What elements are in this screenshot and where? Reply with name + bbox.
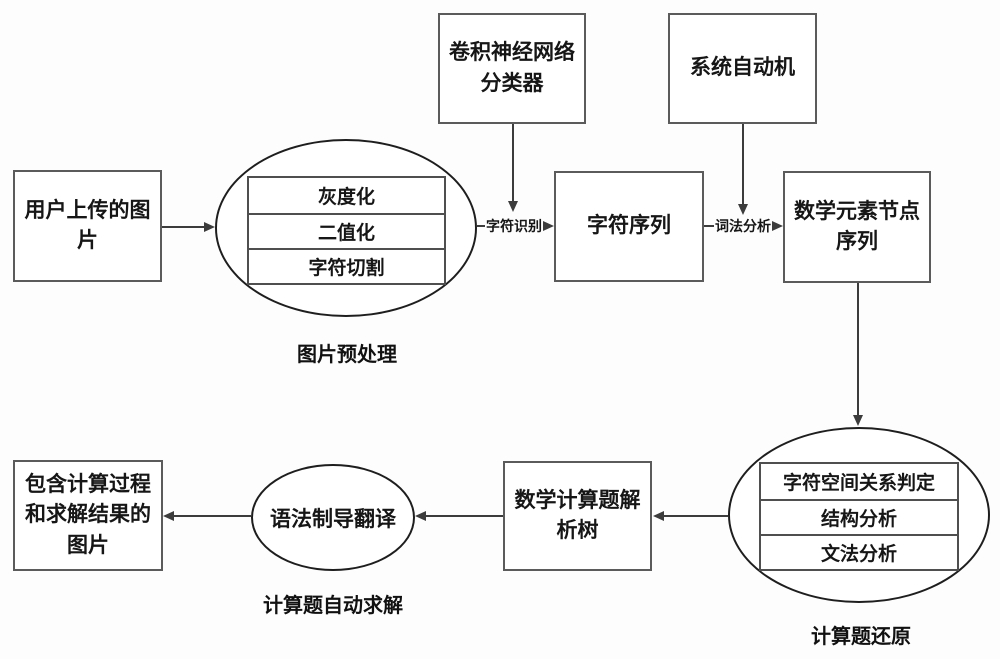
step-char-segmentation-label: 字符切割 — [308, 258, 385, 279]
arrow-line — [704, 225, 714, 227]
node-parse-tree-label: 数学计算题解 析树 — [514, 488, 641, 542]
arrow-line — [174, 515, 251, 517]
arrowhead-left-icon — [415, 511, 426, 521]
arrow-translation-to-result — [163, 510, 251, 522]
step-grammar-analysis-label: 文法分析 — [820, 544, 897, 565]
node-char-sequence: 字符序列 — [554, 171, 704, 282]
node-user-image-label: 用户上传的图 片 — [24, 198, 151, 252]
node-syntax-directed-translation-label: 语法制导翻译 — [270, 507, 396, 531]
list-item: 文法分析 — [761, 534, 957, 569]
node-system-automaton: 系统自动机 — [668, 13, 817, 124]
edge-label-lexical-analysis: 词法分析 — [715, 218, 771, 234]
list-item: 二值化 — [249, 213, 444, 248]
arrow-automaton-down — [737, 124, 749, 215]
node-math-element-node-sequence-label: 数学元素节点 序列 — [794, 199, 920, 253]
list-item: 字符空间关系判定 — [761, 464, 957, 499]
ellipse-syntax-directed-translation — [251, 464, 415, 571]
arrowhead-down-icon — [508, 201, 518, 212]
node-parse-tree: 数学计算题解 析树 — [503, 461, 652, 571]
arrowhead-right-icon — [204, 222, 215, 232]
restore-steps-list: 字符空间关系判定 结构分析 文法分析 — [759, 462, 959, 571]
arrow-user-to-preprocess — [162, 221, 215, 233]
arrow-line — [512, 124, 514, 201]
arrowhead-right-icon — [543, 221, 554, 231]
arrow-line — [426, 515, 503, 517]
arrow-line — [664, 515, 728, 517]
node-result-image: 包含计算过程 和求解结果的 图片 — [13, 460, 163, 571]
step-binarize-label: 二值化 — [317, 223, 375, 244]
arrow-parse-tree-to-translation — [415, 510, 503, 522]
list-item: 灰度化 — [249, 178, 444, 213]
arrow-char-recognition: 字符识别 — [477, 218, 554, 234]
node-result-image-label: 包含计算过程 和求解结果的 图片 — [25, 472, 151, 557]
group-label-preprocess: 图片预处理 — [297, 344, 397, 366]
arrowhead-down-icon — [738, 204, 748, 215]
edge-label-char-recognition: 字符识别 — [486, 218, 542, 234]
node-system-automaton-label: 系统自动机 — [690, 56, 795, 80]
arrow-sequence-to-restore — [852, 283, 864, 426]
preprocess-steps-list: 灰度化 二值化 字符切割 — [247, 176, 446, 285]
arrowhead-right-icon — [772, 221, 783, 231]
list-item: 字符切割 — [249, 248, 444, 283]
arrow-cnn-down — [507, 124, 519, 212]
node-math-element-node-sequence: 数学元素节点 序列 — [783, 171, 931, 283]
arrow-line — [477, 225, 485, 227]
arrowhead-left-icon — [653, 511, 664, 521]
group-label-restore: 计算题还原 — [811, 626, 911, 648]
arrow-line — [162, 226, 204, 228]
node-user-image: 用户上传的图 片 — [13, 170, 162, 282]
step-spatial-relation-label: 字符空间关系判定 — [782, 473, 935, 494]
node-char-sequence-label: 字符序列 — [587, 214, 671, 238]
node-cnn-classifier-label: 卷积神经网络 分类器 — [449, 41, 575, 95]
step-grayscale-label: 灰度化 — [317, 187, 375, 208]
list-item: 结构分析 — [761, 499, 957, 534]
arrow-line — [742, 124, 744, 204]
arrowhead-down-icon — [853, 415, 863, 426]
group-label-auto-solve: 计算题自动求解 — [263, 595, 403, 617]
node-cnn-classifier: 卷积神经网络 分类器 — [438, 13, 586, 124]
arrow-restore-to-parse-tree — [653, 510, 728, 522]
arrow-lexical-analysis: 词法分析 — [704, 218, 783, 234]
arrowhead-left-icon — [163, 511, 174, 521]
step-structure-analysis-label: 结构分析 — [820, 509, 897, 530]
arrow-line — [857, 283, 859, 415]
